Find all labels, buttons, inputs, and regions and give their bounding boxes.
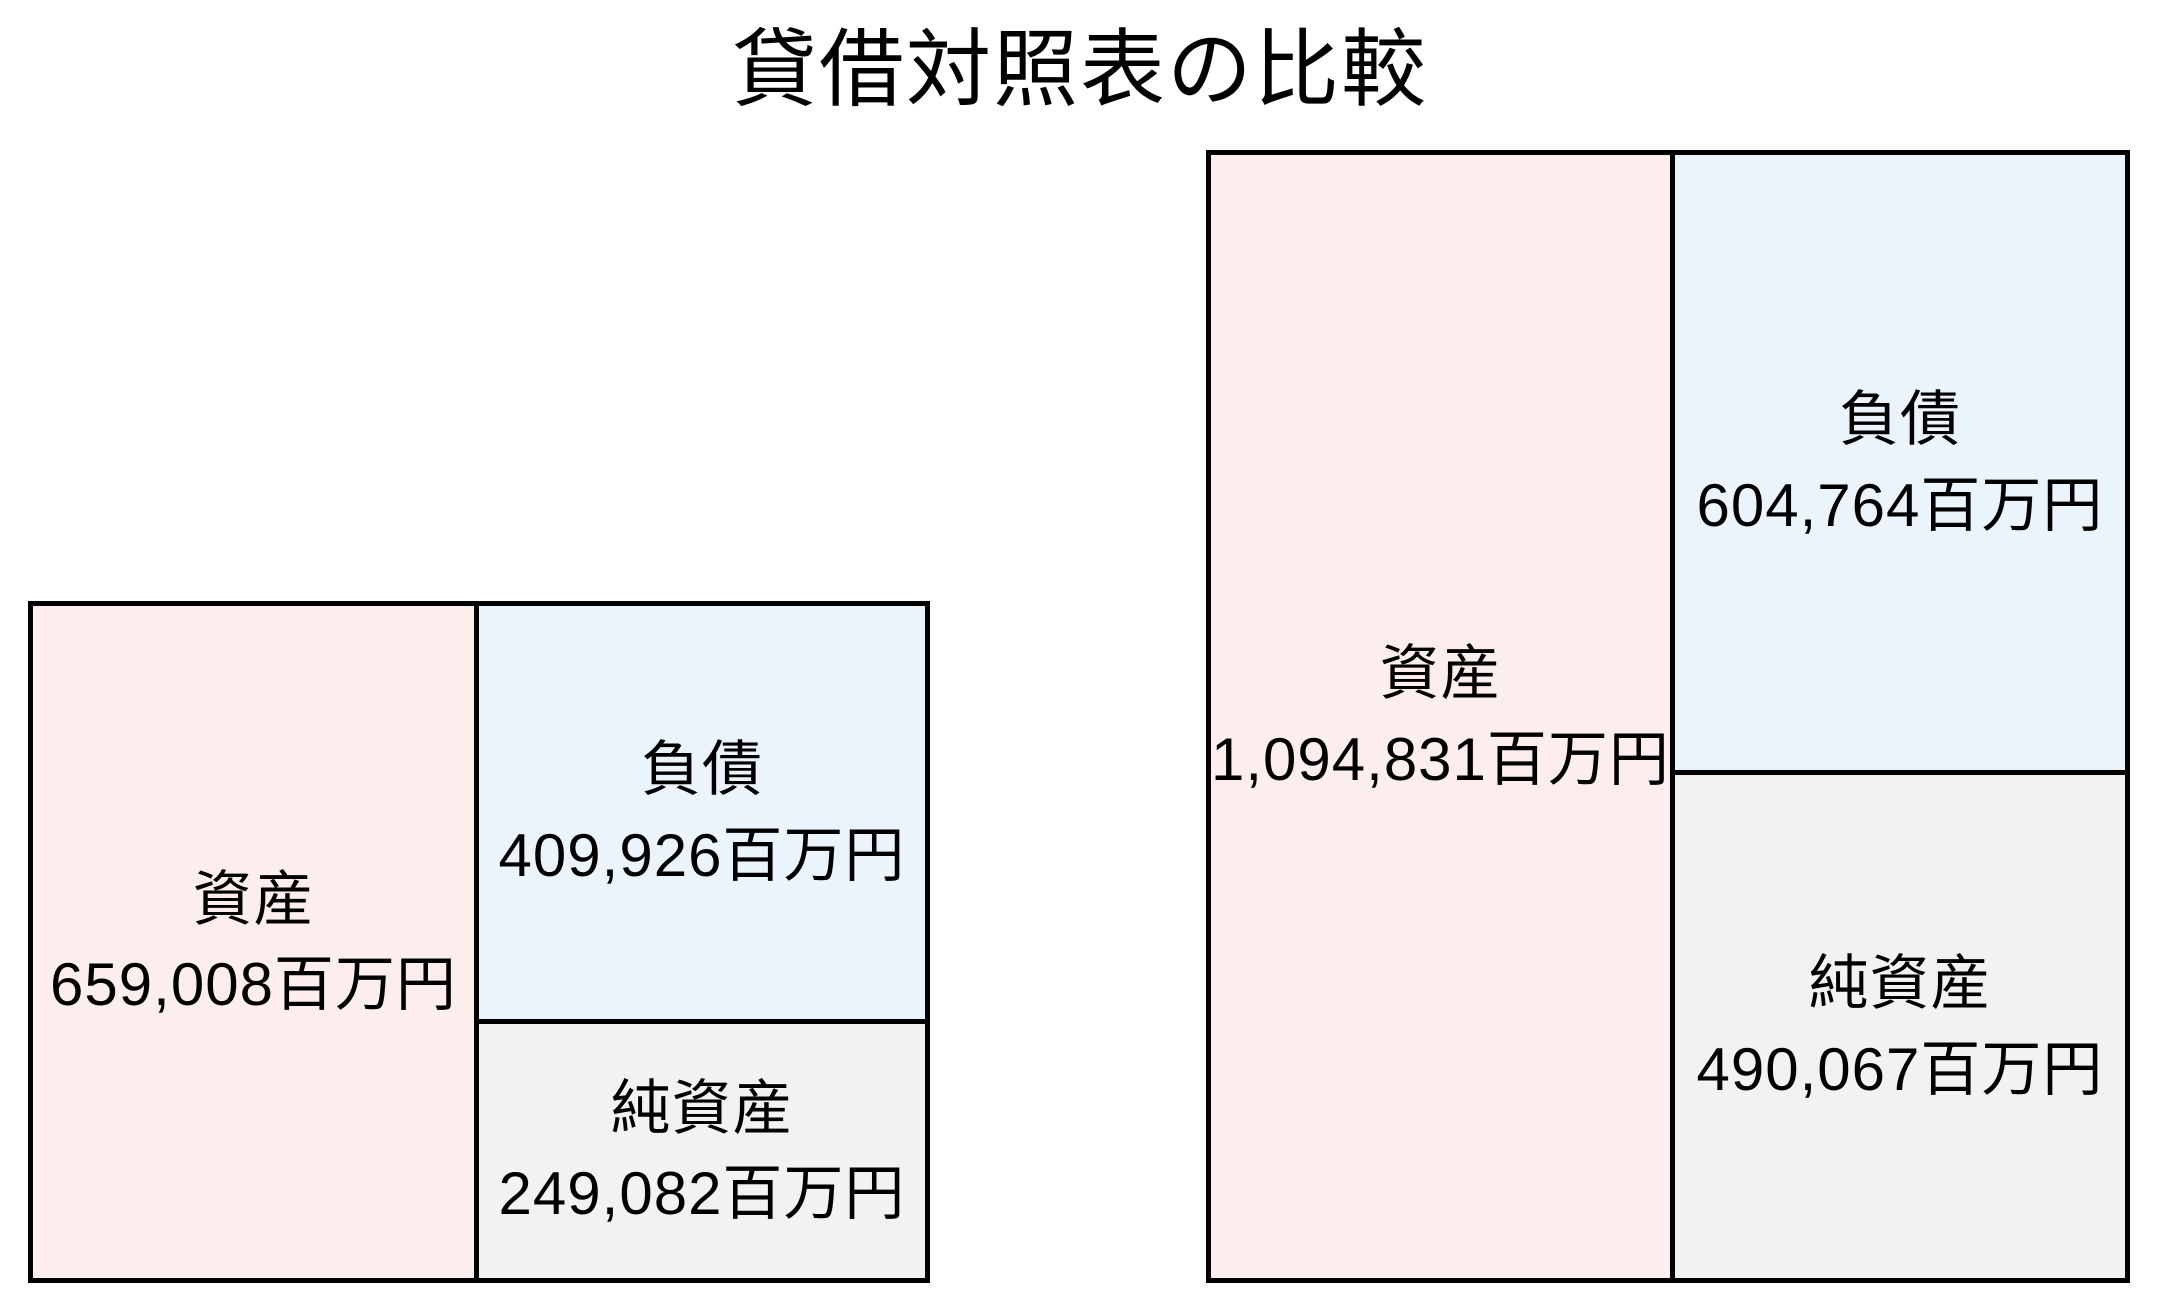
net-assets-value: 490,067百万円 [1696, 1035, 2104, 1103]
liabilities-section: 負債 604,764百万円 [1674, 155, 2125, 776]
assets-value: 659,008百万円 [50, 951, 457, 1018]
liabilities-label: 負債 [640, 736, 763, 804]
net-assets-section: 純資産 249,082百万円 [479, 1024, 925, 1278]
net-assets-text: 純資産 249,082百万円 [499, 1066, 906, 1236]
liabilities-value: 409,926百万円 [498, 821, 906, 889]
net-assets-value: 249,082百万円 [498, 1160, 906, 1227]
liabilities-text: 負債 409,926百万円 [499, 727, 906, 897]
assets-label: 資産 [1379, 640, 1502, 708]
liabilities-label: 負債 [1838, 386, 1961, 454]
liabilities-value: 604,764百万円 [1696, 471, 2104, 539]
balance-sheet-left: 資産 659,008百万円 負債 409,926百万円 純資産 249,082百… [28, 601, 930, 1283]
liabilities-net-column: 負債 409,926百万円 純資産 249,082百万円 [479, 606, 925, 1278]
assets-text: 資産 1,094,831百万円 [1211, 631, 1670, 801]
liabilities-net-column: 負債 604,764百万円 純資産 490,067百万円 [1674, 155, 2125, 1278]
assets-section: 資産 659,008百万円 [33, 606, 479, 1278]
liabilities-section: 負債 409,926百万円 [479, 606, 925, 1024]
net-assets-section: 純資産 490,067百万円 [1674, 775, 2125, 1278]
assets-label: 資産 [192, 865, 315, 933]
net-assets-text: 純資産 490,067百万円 [1697, 941, 2104, 1111]
chart-title: 貸借対照表の比較 [731, 23, 1428, 118]
liabilities-text: 負債 604,764百万円 [1697, 377, 2104, 547]
assets-section: 資産 1,094,831百万円 [1211, 155, 1675, 1278]
assets-value: 1,094,831百万円 [1211, 725, 1670, 793]
net-assets-label: 純資産 [1808, 950, 1992, 1018]
assets-text: 資産 659,008百万円 [50, 857, 457, 1027]
balance-sheet-right: 資産 1,094,831百万円 負債 604,764百万円 純資産 490,06… [1206, 150, 2130, 1283]
net-assets-label: 純資産 [610, 1074, 794, 1142]
